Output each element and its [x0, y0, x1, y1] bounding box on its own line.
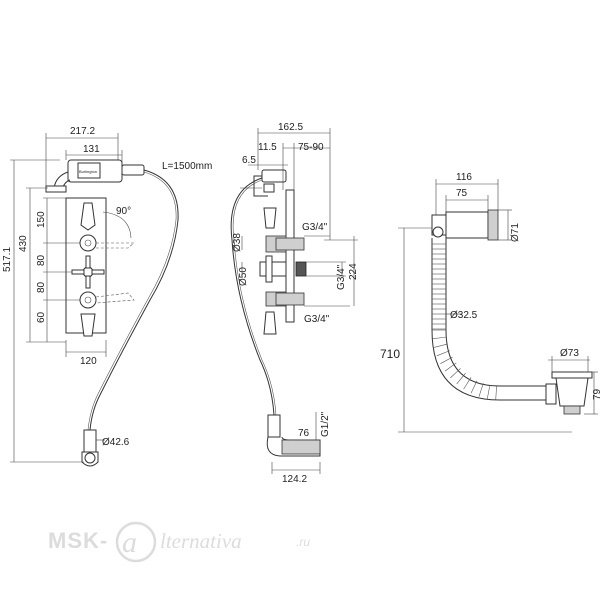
side-top-nut — [263, 183, 275, 193]
drain-coupling — [545, 383, 557, 405]
overflow-body — [445, 211, 489, 239]
thread-bottom-label: G3/4" — [304, 314, 330, 325]
dim-75-90: 75-90 — [298, 142, 324, 153]
side-top-arm — [253, 175, 268, 197]
front-dimensions — [10, 133, 123, 463]
watermark: MSK- a lternativa .ru — [48, 521, 310, 563]
watermark-at-logo: a — [115, 521, 157, 563]
shower-hose-inner — [87, 171, 177, 431]
hose-connector — [121, 164, 145, 176]
side-hose-inner — [232, 179, 277, 416]
waste-pipe-outer — [431, 238, 548, 401]
dim-60: 60 — [36, 311, 47, 323]
top-lever-handle — [80, 202, 96, 231]
angle-arc — [102, 211, 132, 239]
dim-6-5: 6.5 — [242, 155, 256, 166]
dim-517-1: 517.1 — [2, 247, 13, 272]
top-lever-dashed — [96, 242, 135, 249]
bath-waste-view: 116 75 Ø71 Ø32.5 710 Ø73 79 — [380, 172, 600, 433]
hand-shower-outlet — [81, 451, 99, 467]
cross-handle — [71, 255, 105, 289]
thread-mid-label: G3/4" — [336, 264, 347, 290]
svg-text:a: a — [122, 526, 137, 559]
side-wall-panel — [285, 189, 295, 323]
hand-shower-ring — [84, 452, 96, 464]
side-top-bracket — [261, 169, 287, 183]
dim-dia-42-6: Ø42.6 — [102, 437, 130, 448]
bottom-lever-handle — [80, 313, 96, 337]
waste-dimensions — [398, 179, 598, 433]
dim-dia-32-5: Ø32.5 — [450, 310, 478, 321]
dim-dia-73: Ø73 — [560, 348, 579, 359]
hand-shower — [83, 429, 97, 453]
wall-elbow — [45, 185, 67, 193]
dim-dia-50: Ø50 — [238, 267, 249, 286]
dim-dia-71: Ø71 — [510, 223, 521, 242]
shower-hose — [89, 169, 179, 431]
thread-top-label: G3/4" — [302, 222, 328, 233]
bottom-lever-dashed — [95, 292, 135, 304]
side-lever-1 — [263, 207, 277, 229]
dim-79: 79 — [592, 388, 600, 400]
brand-label: Burlington — [79, 169, 97, 174]
dim-710: 710 — [380, 347, 400, 361]
side-dimensions — [240, 128, 358, 474]
bottom-valve-knob — [79, 291, 97, 309]
top-valve-inner — [84, 239, 92, 247]
dim-80-a: 80 — [36, 254, 47, 266]
brand-plate — [77, 162, 101, 179]
bottom-valve-inner — [84, 296, 92, 304]
watermark-suffix: .ru — [296, 535, 310, 549]
dim-80-b: 80 — [36, 281, 47, 293]
side-hose — [230, 177, 275, 416]
side-cross — [265, 255, 273, 283]
drain-flange — [551, 371, 593, 379]
overflow-cap — [487, 209, 499, 241]
dim-dia-38: Ø38 — [232, 233, 243, 252]
drain-tail — [563, 405, 581, 415]
side-body-2 — [259, 261, 287, 277]
pipe-corrugations — [432, 243, 497, 400]
waste-pipe-inner — [445, 238, 548, 387]
drain-body — [555, 377, 589, 407]
side-lever-3 — [263, 311, 277, 335]
dim-162-5: 162.5 — [278, 122, 303, 133]
dim-11-5: 11.5 — [258, 142, 277, 153]
side-hose-thread — [281, 439, 321, 455]
top-valve-knob — [79, 234, 97, 252]
thread-hose-label: G1/2" — [320, 411, 331, 437]
watermark-left: MSK- — [48, 528, 108, 553]
side-valve-mid — [295, 261, 307, 277]
dim-75: 75 — [456, 188, 468, 199]
dim-76: 76 — [298, 428, 310, 439]
angle-label: 90° — [116, 206, 131, 217]
hose-length-label: L=1500mm — [162, 161, 212, 172]
side-view: 162.5 11.5 75-90 6.5 Ø38 Ø50 G3/4" G3/4"… — [230, 122, 359, 485]
side-hose-connector — [267, 414, 281, 438]
dim-224: 224 — [348, 263, 359, 280]
dim-124-2: 124.2 — [282, 474, 307, 485]
dim-120: 120 — [80, 356, 97, 367]
dim-116: 116 — [456, 172, 472, 183]
dim-150: 150 — [36, 211, 47, 228]
dim-131: 131 — [83, 144, 100, 155]
overflow-bolt — [432, 226, 444, 238]
front-view: Burlington — [2, 126, 212, 467]
dim-217-2: 217.2 — [70, 126, 95, 137]
side-pipe-1 — [275, 237, 305, 251]
side-pipe-3 — [275, 292, 305, 306]
dim-430: 430 — [18, 235, 29, 252]
watermark-right: lternativa — [160, 529, 242, 553]
